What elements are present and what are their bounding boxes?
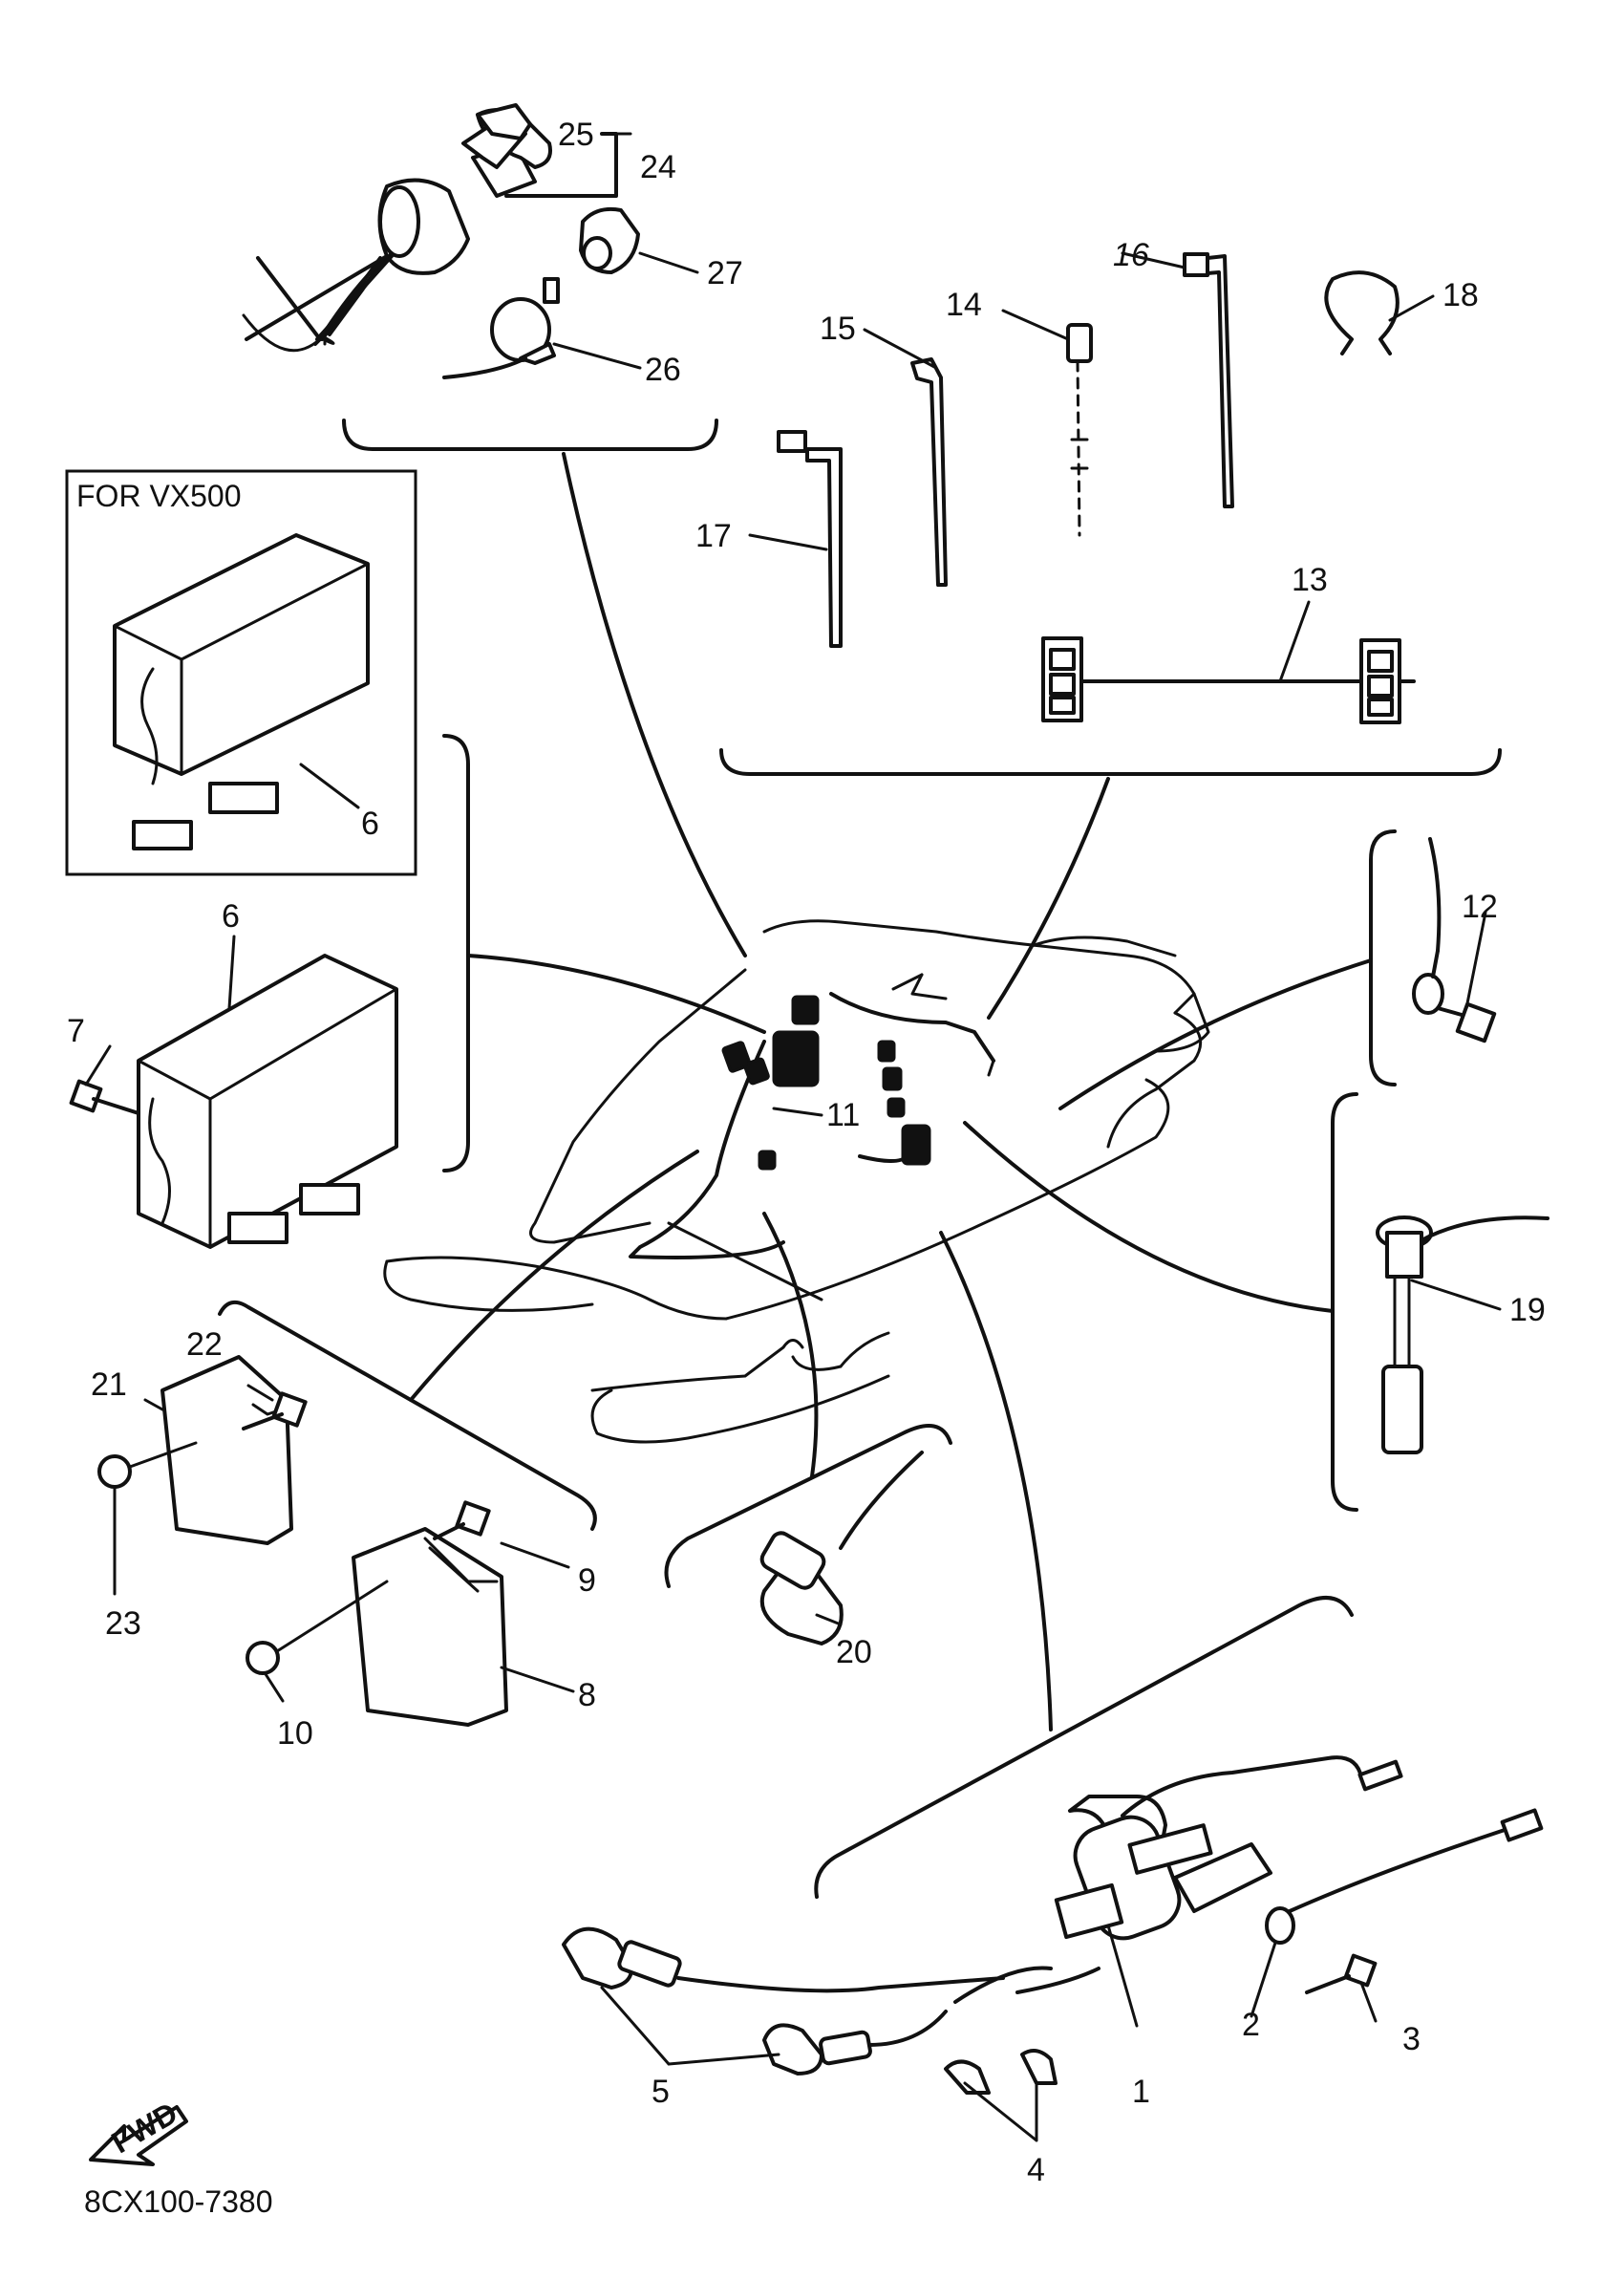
callout-1: 1 — [1132, 2074, 1150, 2110]
sensor-item-19 — [1376, 1215, 1549, 1454]
bracket-fastener-group — [719, 748, 1502, 776]
bolt-item-9 — [433, 1500, 491, 1540]
clip-item-18 — [1324, 270, 1400, 355]
callout-10: 10 — [277, 1715, 313, 1752]
coil-wire-upper — [1121, 1755, 1363, 1818]
vx500-inset-frame — [65, 469, 417, 876]
callout-16: 16 — [1113, 237, 1149, 273]
cable-tie-item-15 — [910, 357, 948, 587]
callout-9: 9 — [578, 1562, 596, 1599]
callout-22: 22 — [186, 1326, 223, 1363]
callout-12: 12 — [1462, 889, 1498, 925]
switch-lead — [256, 256, 322, 341]
bracket-ignition-coil — [814, 1596, 1354, 1899]
bracket-capacitor — [664, 1424, 952, 1588]
callout-14: 14 — [946, 287, 982, 323]
callout-25: 25 — [558, 117, 594, 153]
ecu-item-6 — [137, 954, 398, 1249]
capacitor-item-20 — [759, 1451, 924, 1645]
regulator-item-21 — [160, 1355, 293, 1545]
leader-sensor-to-harness — [963, 1121, 1335, 1313]
lanyard-clip — [461, 103, 532, 169]
callout-21: 21 — [91, 1366, 127, 1403]
cable-tie-item-17 — [777, 430, 843, 648]
callout-leaders — [84, 132, 1502, 2142]
coil-ground-terminal — [1500, 1808, 1544, 1842]
callout-4: 4 — [1027, 2152, 1045, 2188]
bracket-regulators — [218, 1300, 597, 1531]
callout-7: 7 — [67, 1013, 85, 1049]
ignition-coil-item-1 — [1054, 1795, 1272, 1941]
nut-item-10 — [246, 1580, 389, 1675]
callout-11: 11 — [826, 1097, 860, 1133]
bolt-item-7 — [69, 1079, 140, 1115]
leader-ground-to-harness — [1058, 958, 1373, 1110]
callout-13: 13 — [1292, 562, 1328, 598]
callout-8: 8 — [578, 1677, 596, 1713]
callout-6: 6 — [222, 898, 240, 935]
bolt-item-22 — [242, 1391, 308, 1430]
callout-15: 15 — [820, 311, 856, 347]
clamp-item-14 — [1066, 323, 1093, 537]
coil-plug-end — [1357, 1759, 1403, 1792]
bracket-ground — [1369, 829, 1397, 1086]
bracket-ecu — [442, 734, 470, 1172]
lanyard-link — [245, 254, 389, 341]
leader-fasteners-to-harness — [987, 777, 1110, 1020]
coil-ground-wire — [1288, 1828, 1506, 1913]
stop-switch-item-26 — [442, 277, 560, 379]
screw-item-3 — [1305, 1953, 1378, 1994]
callout-26: 26 — [645, 352, 681, 388]
nut-item-23 — [97, 1441, 198, 1489]
inset-ecu — [113, 533, 370, 850]
callout-24: 24 — [640, 149, 676, 185]
inset-label: FOR VX500 — [76, 479, 242, 513]
ground-lead-item-12 — [1412, 837, 1497, 1043]
leader-capacitor-to-harness — [762, 1212, 819, 1478]
switch-cable — [318, 254, 389, 341]
bracket-sensor — [1331, 1092, 1358, 1512]
callout-27: 27 — [707, 255, 743, 291]
callout-19: 19 — [1509, 1292, 1546, 1328]
hull-outline — [383, 919, 1210, 1444]
diagram-code: 8CX100-7380 — [84, 2184, 272, 2219]
cable-tie-item-16 — [1183, 252, 1234, 508]
switch-knob-item-27 — [579, 206, 640, 274]
callout-3: 3 — [1402, 2021, 1421, 2057]
leader-regulators-to-harness — [409, 1150, 699, 1402]
callout-6-inset: 6 — [361, 806, 379, 842]
callout-2: 2 — [1242, 2007, 1260, 2043]
callout-5: 5 — [652, 2074, 670, 2110]
regulator-item-8 — [352, 1527, 508, 1727]
clamp-item-4 — [944, 2049, 1058, 2095]
leader-switch-to-harness — [562, 452, 747, 957]
callout-18: 18 — [1442, 277, 1479, 313]
bracket-switch-group — [342, 419, 718, 451]
fuse-holder-item-13 — [1041, 636, 1416, 724]
callout-17: 17 — [695, 518, 732, 554]
callout-20: 20 — [836, 1634, 872, 1670]
ground-eyelet-item-2 — [1265, 1906, 1295, 1945]
fwd-arrow-icon — [89, 2105, 188, 2166]
leader-ecu-to-harness — [466, 954, 766, 1034]
leader-coil-to-harness — [939, 1231, 1053, 1732]
callout-23: 23 — [105, 1605, 141, 1642]
plug-cap-item-5 — [562, 1926, 1100, 2076]
